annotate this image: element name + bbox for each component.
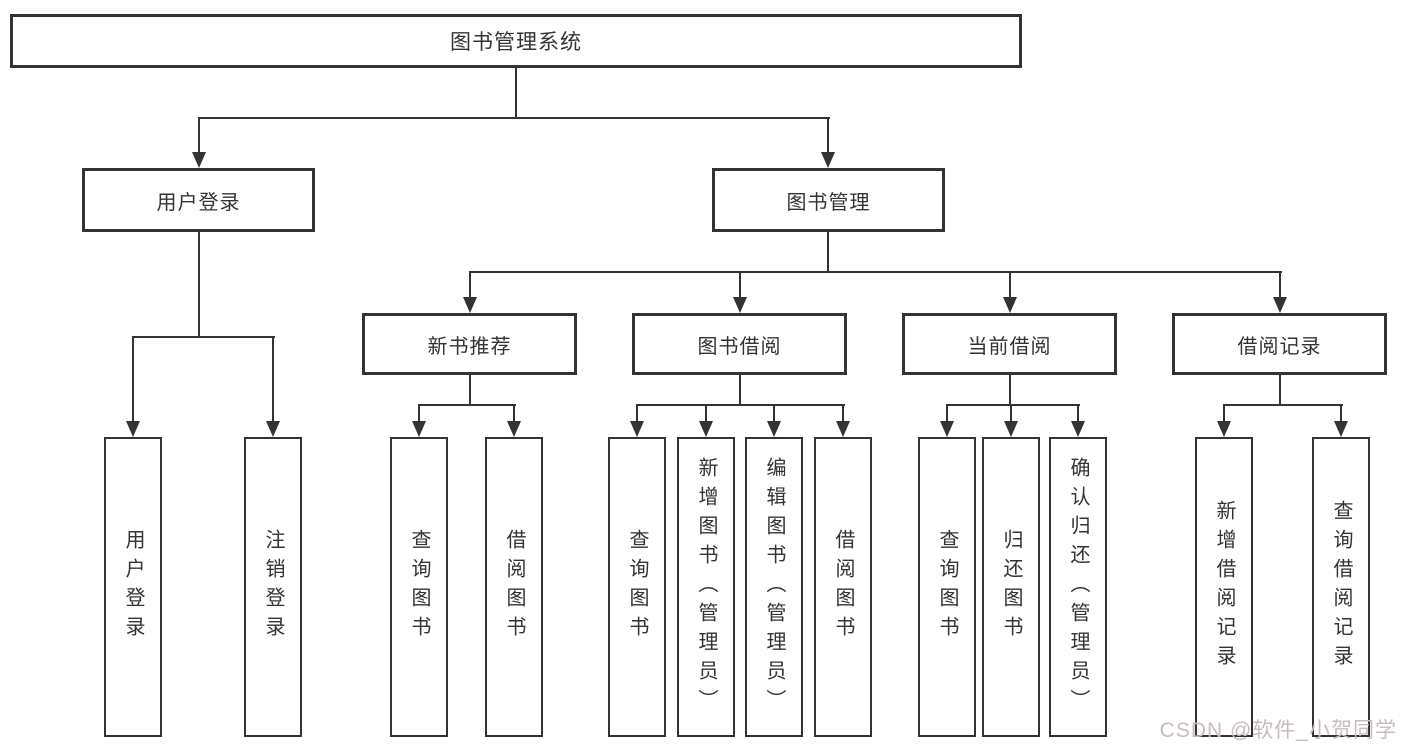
node-label: 用户登录: [156, 191, 241, 214]
connector-line: [636, 404, 638, 423]
leaf-return-book: 归还图书: [982, 437, 1040, 737]
node-label: 图书借阅: [697, 335, 782, 358]
leaf-edit-book-admin: 编辑图书（管理员）: [745, 437, 803, 737]
arrow-down-icon: [412, 421, 426, 437]
leaf-query-book: 查询图书: [918, 437, 976, 737]
node-label: 借阅记录: [1237, 335, 1322, 358]
connector-line: [827, 117, 829, 155]
leaf-user-login: 用户登录: [104, 437, 162, 737]
leaf-query-book: 查询图书: [390, 437, 448, 737]
leaf-label: 查询图书: [936, 529, 958, 645]
leaf-query-book: 查询图书: [608, 437, 666, 737]
connector-line: [132, 336, 275, 338]
connector-line: [513, 404, 515, 423]
arrow-down-icon: [733, 297, 747, 313]
connector-line: [739, 375, 741, 406]
connector-line: [132, 336, 134, 423]
connector-line: [842, 404, 844, 423]
arrow-down-icon: [630, 421, 644, 437]
arrow-down-icon: [836, 421, 850, 437]
connector-line: [198, 117, 200, 155]
connector-line: [515, 68, 517, 119]
connector-line: [739, 271, 741, 299]
arrow-down-icon: [463, 297, 477, 313]
arrow-down-icon: [1334, 421, 1348, 437]
connector-line: [198, 117, 830, 119]
arrow-down-icon: [699, 421, 713, 437]
leaf-label: 借阅图书: [832, 529, 854, 645]
arrow-down-icon: [1217, 421, 1231, 437]
connector-line: [469, 271, 1282, 273]
leaf-add-book-admin: 新增图书（管理员）: [677, 437, 735, 737]
connector-line: [1223, 404, 1225, 423]
connector-line: [1009, 375, 1011, 406]
leaf-label: 用户登录: [122, 529, 144, 645]
leaf-add-borrow-record: 新增借阅记录: [1195, 437, 1253, 737]
node-label: 图书管理: [786, 191, 871, 214]
leaf-logout: 注销登录: [244, 437, 302, 737]
connector-line: [1279, 271, 1281, 299]
leaf-label: 借阅图书: [503, 529, 525, 645]
watermark: CSDN @软件_小贺同学: [1159, 719, 1397, 742]
arrow-down-icon: [507, 421, 521, 437]
leaf-label: 新增图书（管理员）: [695, 456, 717, 718]
connector-line: [705, 404, 707, 423]
node-root: 图书管理系统: [10, 14, 1022, 68]
leaf-borrow-book: 借阅图书: [814, 437, 872, 737]
connector-line: [418, 404, 516, 406]
arrow-down-icon: [1071, 421, 1085, 437]
connector-line: [418, 404, 420, 423]
leaf-label: 编辑图书（管理员）: [763, 456, 785, 718]
leaf-borrow-book: 借阅图书: [485, 437, 543, 737]
leaf-query-borrow-record: 查询借阅记录: [1312, 437, 1370, 737]
node-borrow-record: 借阅记录: [1172, 313, 1387, 375]
connector-line: [946, 404, 948, 423]
leaf-label: 归还图书: [1000, 529, 1022, 645]
arrow-down-icon: [1004, 421, 1018, 437]
connector-line: [946, 404, 1080, 406]
arrow-down-icon: [821, 152, 835, 168]
connector-line: [1009, 271, 1011, 299]
connector-line: [1340, 404, 1342, 423]
node-user-login: 用户登录: [82, 168, 315, 232]
connector-line: [1077, 404, 1079, 423]
leaf-label: 注销登录: [262, 529, 284, 645]
node-book-management: 图书管理: [712, 168, 945, 232]
arrow-down-icon: [1003, 297, 1017, 313]
connector-line: [1010, 404, 1012, 423]
node-new-book-recommend: 新书推荐: [362, 313, 577, 375]
node-label: 新书推荐: [427, 335, 512, 358]
leaf-label: 查询图书: [626, 529, 648, 645]
connector-line: [272, 336, 274, 423]
leaf-label: 确认归还（管理员）: [1067, 456, 1089, 718]
connector-line: [827, 232, 829, 273]
arrow-down-icon: [767, 421, 781, 437]
leaf-label: 查询图书: [408, 529, 430, 645]
connector-line: [773, 404, 775, 423]
leaf-confirm-return-admin: 确认归还（管理员）: [1049, 437, 1107, 737]
node-label: 当前借阅: [967, 335, 1052, 358]
arrow-down-icon: [126, 421, 140, 437]
connector-line: [198, 232, 200, 338]
connector-line: [1223, 404, 1343, 406]
connector-line: [636, 404, 845, 406]
arrow-down-icon: [940, 421, 954, 437]
arrow-down-icon: [192, 152, 206, 168]
leaf-label: 新增借阅记录: [1213, 500, 1235, 674]
node-current-borrow: 当前借阅: [902, 313, 1117, 375]
node-book-borrow: 图书借阅: [632, 313, 847, 375]
arrow-down-icon: [266, 421, 280, 437]
connector-line: [469, 375, 471, 406]
connector-line: [1279, 375, 1281, 406]
node-label: 图书管理系统: [450, 31, 582, 54]
leaf-label: 查询借阅记录: [1330, 500, 1352, 674]
arrow-down-icon: [1273, 297, 1287, 313]
connector-line: [469, 271, 471, 299]
